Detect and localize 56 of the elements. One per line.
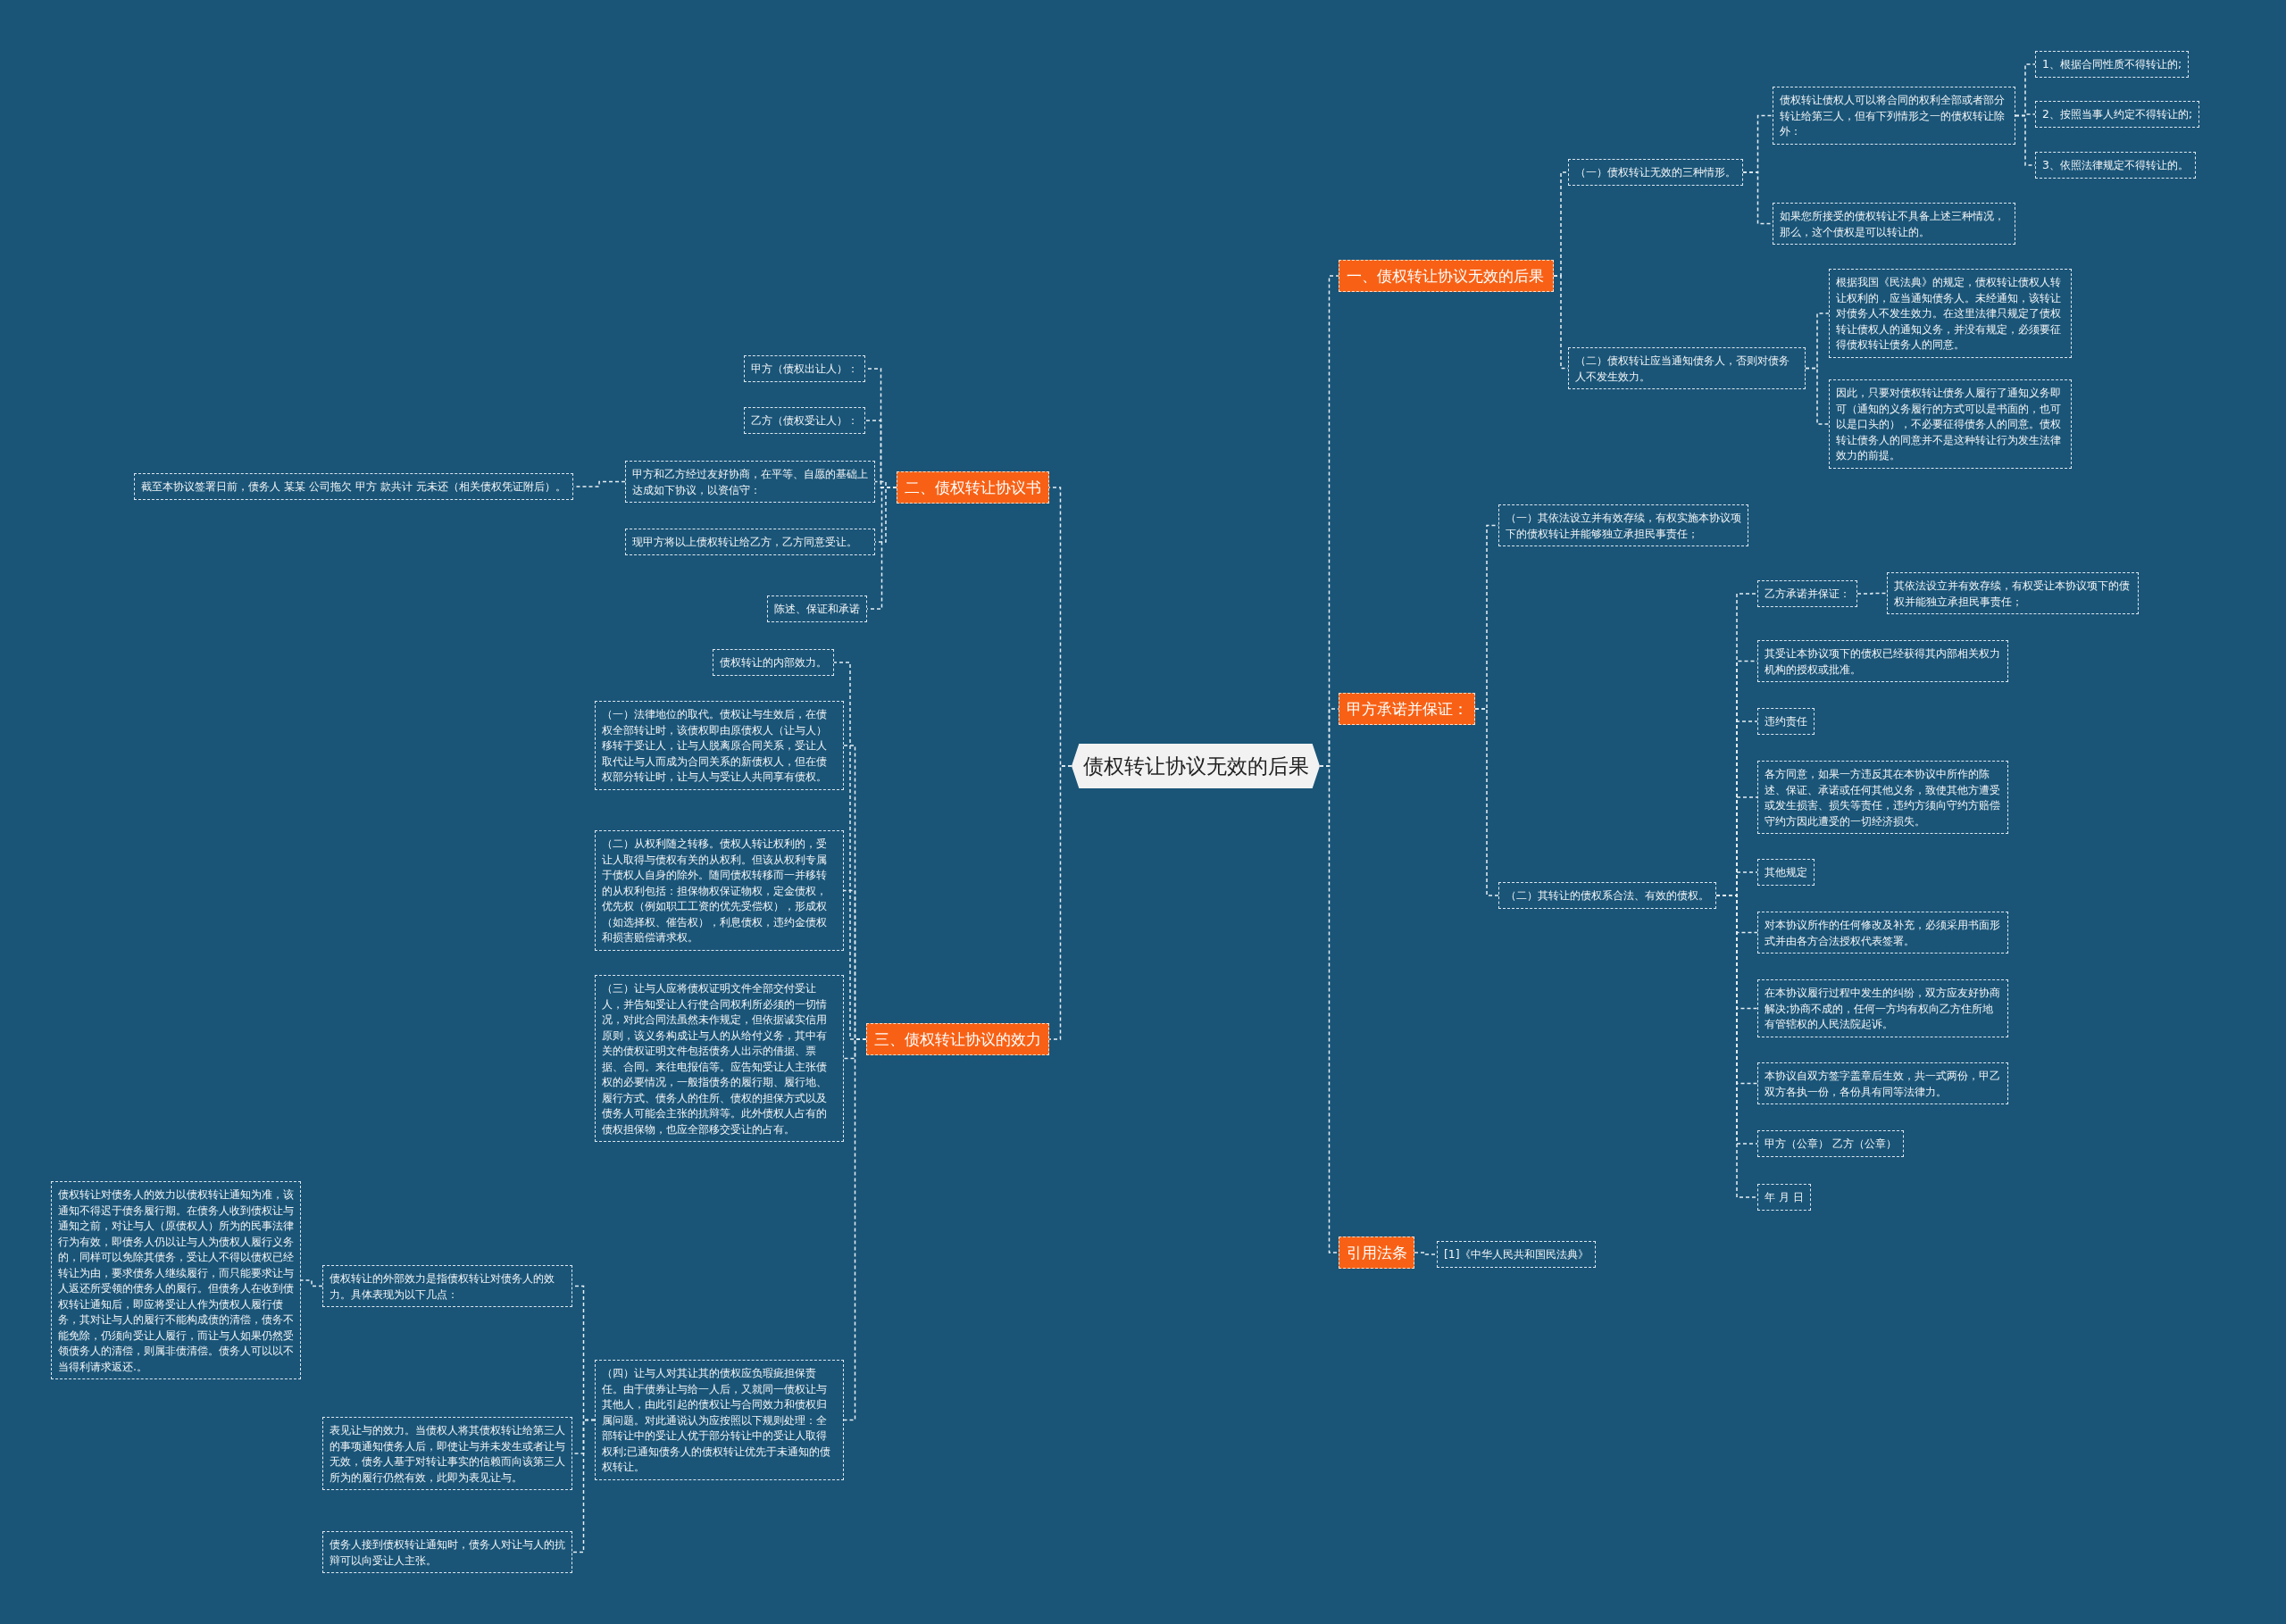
text-box: 违约责任 [1757, 708, 1815, 735]
text-box: 债权转让债权人可以将合同的权利全部或者部分转让给第三人，但有下列情形之一的债权转让除外： [1773, 87, 2015, 145]
text-box: 其依法设立并有效存续，有权受让本协议项下的债权并能独立承担民事责任； [1887, 572, 2139, 614]
topic-box: 三、债权转让协议的效力 [866, 1023, 1049, 1055]
connector-line [1319, 765, 1339, 1253]
topic-box: 二、债权转让协议书 [897, 471, 1049, 504]
text-box: 甲方（公章） 乙方（公章） [1757, 1130, 1904, 1157]
topic-box: 甲方承诺并保证： [1339, 693, 1475, 725]
text-box: 乙方承诺并保证： [1757, 580, 1857, 607]
text-box: 债权转让的外部效力是指债权转让对债务人的效力。具体表现为以下几点： [322, 1265, 572, 1307]
text-box: （一）其依法设立并有效存续，有权实施本协议项下的债权转让并能够独立承担民事责任； [1498, 504, 1748, 546]
text-box: 本协议自双方签字盖章后生效，共一式两份，甲乙双方各执一份，各份具有同等法律力。 [1757, 1062, 2008, 1104]
text-box: （二）其转让的债权系合法、有效的债权。 [1498, 882, 1716, 909]
text-box: 因此，只要对债权转让债务人履行了通知义务即可（通知的义务履行的方式可以是书面的，也可以是口头的），不必要征得债务人的同意。债权转让债务人的同意并不是这种转让行为发生法律效力的前提。 [1829, 379, 2072, 469]
connector-line [1048, 765, 1072, 1040]
text-box: [1]《中华人民共和国民法典》 [1437, 1241, 1596, 1268]
text-box: 甲方（债权出让人）： [744, 355, 865, 382]
text-box: 如果您所接受的债权转让不具备上述三种情况，那么，这个债权是可以转让的。 [1773, 203, 2015, 245]
connector-line [1742, 171, 1773, 225]
text-box: （三）让与人应将债权证明文件全部交付受让人，并告知受让人行使合同权利所必须的一切情况，对此合同法虽然未作规定，但依据诚实信用原则，该义务构成让与人的从给付义务，其中有关的债权证明文件包括债务人出示的借据、票据、合同。来往电报信等。应告知受让人主张债权的必要情况，一般指债务的履行期、履行地、履行方式、债务人的住所、债权的担保方式以及债务人可能会主张的抗辩等。此外债权人占有的债权担保物，也应全部移交受让的占有。 [595, 975, 844, 1142]
text-box: 现甲方将以上债权转让给乙方，乙方同意受让。 [625, 529, 875, 555]
connector-line [866, 487, 897, 610]
connector-line [572, 1419, 596, 1553]
text-box: 在本协议履行过程中发生的纠纷，双方应友好协商解决;协商不成的，任何一方均有权向乙方住所地有管辖权的人民法院起诉。 [1757, 979, 2008, 1037]
connector-line [1715, 895, 1758, 1198]
connector-line [572, 480, 626, 487]
central-topic: 债权转让协议无效的后果 [1072, 744, 1320, 788]
text-box: 债权转让的内部效力。 [713, 649, 834, 676]
text-box: 其他规定 [1757, 859, 1815, 886]
text-box: 2、按照当事人约定不得转让的; [2035, 101, 2200, 128]
text-box: 其受让本协议项下的债权已经获得其内部相关权力机构的授权或批准。 [1757, 640, 2008, 682]
connector-line [1856, 592, 1888, 595]
text-box: （一）债权转让无效的三种情形。 [1568, 159, 1743, 186]
connector-line [1805, 367, 1830, 425]
text-box: 表见让与的效力。当债权人将其债权转让给第三人的事项通知债务人后，即使让与并未发生或者让与无效，债务人基于对转让事实的信赖而向该第三人所为的履行仍然有效，此即为表见让与。 [322, 1417, 572, 1490]
text-box: 对本协议所作的任何修改及补充，必须采用书面形式并由各方合法授权代表签署。 [1757, 912, 2008, 954]
topic-box: 一、债权转让协议无效的后果 [1339, 260, 1554, 292]
text-box: 债权转让对债务人的效力以债权转让通知为准，该通知不得迟于债务履行期。在债务人收到债权让与通知之前，对让与人（原债权人）所为的民事法律行为有效，即债务人仍以让与人为债权人履行义务的，同样可以免除其债务，受让人不得以债权已经转让为由，要求债务人继续履行，而只能要求让与人返还所受领的债务人的履行。但债务人在收到债权转让通知后，即应将受让人作为债权人履行债务，其对让与人的履行不能构成债的清偿，债务不能免除，仍须向受让人履行，而让与人如果仍然受领债务人的清偿，则属非债清偿。债务人可以以不当得利请求返还.。 [51, 1181, 301, 1379]
text-box: （四）让与人对其让其的债权应负瑕疵担保责任。由于债券让与给一人后，又就同一债权让与其他人，由此引起的债权让与合同效力和债权归属问题。对此通说认为应按照以下规则处理：全部转让中的受让人优于部分转让中的受让人取得权利;已通知债务人的债权转让优先于未通知的债权转让。 [595, 1360, 844, 1480]
text-box: 年 月 日 [1757, 1184, 1811, 1211]
text-box: 1、根据合同性质不得转让的; [2035, 51, 2190, 78]
text-box: 甲方和乙方经过友好协商，在平等、自愿的基础上达成如下协议，以资信守： [625, 461, 875, 503]
text-box: 债务人接到债权转让通知时，债务人对让与人的抗辩可以向受让人主张。 [322, 1531, 572, 1573]
text-box: 陈述、保证和承诺 [767, 595, 867, 622]
text-box: 各方同意，如果一方违反其在本协议中所作的陈述、保证、承诺或任何其他义务，致使其他方遭受或发生损害、损失等责任，违约方须向守约方赔偿守约方因此遭受的一切经济损失。 [1757, 761, 2008, 834]
text-box: 根据我国《民法典》的规定，债权转让债权人转让权利的，应当通知债务人。未经通知，该转让对债务人不发生效力。在这里法律只规定了债权转让债权人的通知义务，并没有规定，必须要征得债权转让债务人的同意。 [1829, 269, 2072, 358]
connector-line [300, 1279, 323, 1287]
text-box: （二）债权转让应当通知债务人，否则对债务人不发生效力。 [1568, 347, 1806, 389]
text-box: 截至本协议签署日前，债务人 某某 公司拖欠 甲方 款共计 元未还（相关债权凭证附后）。 [134, 473, 573, 500]
text-box: 乙方（债权受让人）： [744, 407, 865, 434]
connector-line [1474, 708, 1499, 896]
topic-box: 引用法条 [1339, 1237, 1414, 1269]
text-box: （二）从权利随之转移。债权人转让权利的，受让人取得与债权有关的从权利。但该从权利专属于债权人自身的除外。随同债权转移而一并移转的从权利包括：担保物权保证物权，定金债权，优先权（例如职工工资的优先受偿权），形成权（如选择权、催告权），利息债权，违约金债权和损害赔偿请求权。 [595, 830, 844, 951]
connector-line [1414, 1252, 1438, 1255]
text-box: 3、依照法律规定不得转让的。 [2035, 152, 2196, 179]
text-box: （一）法律地位的取代。债权让与生效后，在债权全部转让时，该债权即由原债权人（让与人）移转于受让人，让与人脱离原合同关系，受让人取代让与人而成为合同关系的新债权人，但在债权部分转让时，让与人与受让人共同享有债权。 [595, 701, 844, 790]
